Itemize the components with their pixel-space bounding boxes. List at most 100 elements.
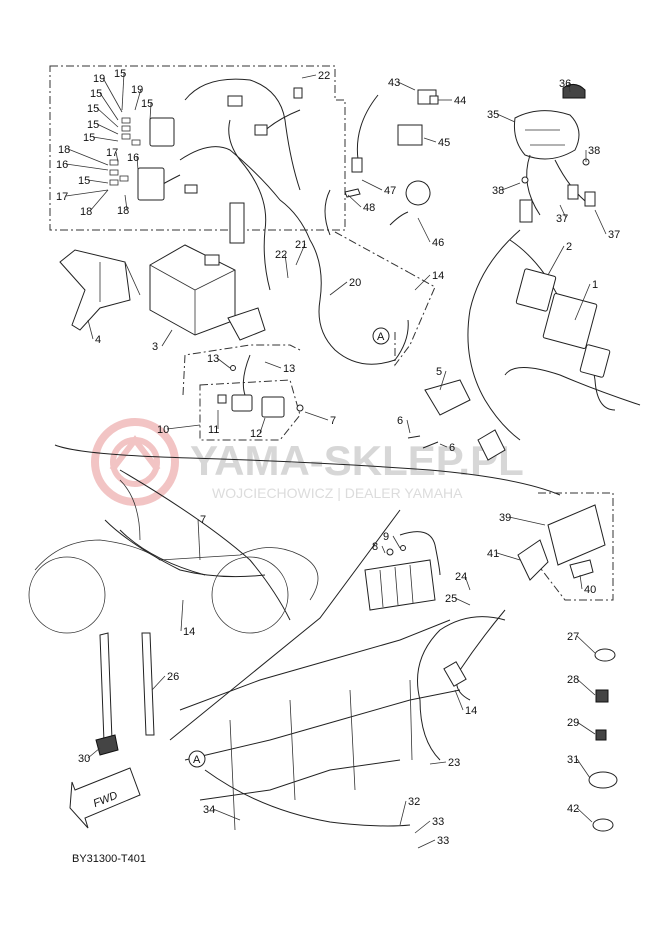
- callout-c19a: 19: [93, 73, 105, 85]
- leader-line-c37a: [559, 204, 567, 219]
- callout-c7b: 7: [200, 514, 206, 526]
- frame-harness: [179, 609, 506, 831]
- callout-c14c: 14: [465, 705, 477, 717]
- callout-c17a: 17: [106, 147, 118, 159]
- group-boxes: [49, 65, 614, 601]
- scooter-outline: [28, 479, 319, 634]
- callout-c12: 12: [250, 428, 262, 440]
- leader-line-c5: [439, 370, 447, 391]
- leader-line-c15b: [99, 92, 119, 121]
- callout-c45: 45: [438, 137, 450, 149]
- callout-c16b: 16: [127, 152, 139, 164]
- leader-line-c30: [87, 747, 101, 759]
- callout-c14a: 14: [432, 270, 444, 282]
- starter-motor: [364, 531, 441, 611]
- callout-c14b: 14: [183, 626, 195, 638]
- callout-c9: 9: [383, 531, 389, 543]
- leader-line-c16a: [65, 163, 109, 171]
- watermark: YAMA-SKLEP.PL WOJCIECHOWICZ | DEALER YAM…: [91, 418, 524, 506]
- parts-39-41: [517, 504, 606, 581]
- leader-line-c16b: [136, 156, 139, 171]
- callout-c11: 11: [208, 424, 219, 436]
- leader-line-c42: [576, 807, 593, 823]
- callout-c18b: 18: [80, 206, 92, 218]
- callout-c21: 21: [295, 239, 307, 251]
- cable-ties: [95, 632, 155, 756]
- leader-line-c35: [496, 113, 516, 123]
- ref-marker-top: A: [377, 331, 385, 343]
- leader-line-c12: [259, 417, 266, 434]
- callout-c32: 32: [408, 796, 420, 808]
- callout-c15d: 15: [87, 119, 99, 131]
- callout-c10: 10: [157, 424, 169, 436]
- leader-line-c18b: [89, 189, 109, 212]
- right-harness: [407, 229, 641, 461]
- callout-c6a: 6: [397, 415, 403, 427]
- leader-line-c8: [381, 545, 386, 554]
- leader-lines: [65, 72, 607, 849]
- callout-c13b: 13: [283, 363, 295, 375]
- leader-line-c13a: [216, 357, 231, 369]
- ref-markers: A A: [188, 327, 390, 768]
- leader-line-c10: [166, 424, 201, 430]
- leader-line-c15f: [149, 102, 152, 121]
- leader-line-c20: [329, 281, 348, 296]
- callout-c20: 20: [349, 277, 361, 289]
- leader-line-c41: [496, 552, 521, 561]
- callout-c13a: 13: [207, 353, 219, 365]
- callout-c4: 4: [95, 334, 101, 346]
- callout-c29: 29: [567, 717, 579, 729]
- leader-line-c17b: [65, 189, 109, 197]
- leader-line-c7a: [304, 411, 329, 421]
- callout-c38b: 38: [588, 145, 600, 157]
- battery-bracket: [59, 249, 141, 331]
- callout-c37a: 37: [556, 213, 568, 225]
- leader-line-c22b: [301, 74, 317, 79]
- callout-c47: 47: [384, 185, 396, 197]
- callout-c40: 40: [584, 584, 596, 596]
- callout-c15g: 15: [78, 175, 90, 187]
- callout-c36: 36: [559, 78, 571, 90]
- leader-line-c23: [429, 761, 447, 765]
- callout-c42: 42: [567, 803, 579, 815]
- callout-c43: 43: [388, 77, 400, 89]
- leader-line-c31: [576, 758, 591, 779]
- leader-line-c4: [87, 319, 94, 340]
- callout-c15c: 15: [87, 103, 99, 115]
- leader-line-c15c: [96, 107, 119, 128]
- callout-c2: 2: [566, 241, 572, 253]
- leader-line-c6a: [406, 419, 411, 434]
- leader-line-c33b: [417, 839, 436, 849]
- callout-c8: 8: [372, 541, 378, 553]
- leader-line-c25: [454, 597, 471, 606]
- callout-c46: 46: [432, 237, 444, 249]
- callout-c19b: 19: [131, 84, 143, 96]
- callout-c37b: 37: [608, 229, 620, 241]
- leader-line-c15a: [121, 72, 125, 111]
- leader-line-c15d: [96, 123, 119, 135]
- leader-line-c18a: [67, 148, 109, 166]
- callout-c15b: 15: [90, 88, 102, 100]
- ref-marker-bottom: A: [193, 754, 201, 766]
- leader-line-c46: [417, 217, 431, 243]
- diagram-code: BY31300-T401: [72, 853, 146, 865]
- leader-line-c26: [151, 675, 166, 691]
- callout-c22a: 22: [275, 249, 287, 261]
- leader-line-c19a: [102, 77, 123, 113]
- leader-line-c45: [423, 137, 437, 143]
- watermark-title: YAMA-SKLEP.PL: [190, 437, 524, 484]
- leader-line-c34: [212, 808, 241, 821]
- callout-c15a: 15: [114, 68, 126, 80]
- callout-c22b: 22: [318, 70, 330, 82]
- callout-c18a: 18: [58, 144, 70, 156]
- leader-line-c15e: [92, 136, 119, 142]
- leader-line-c24: [464, 575, 471, 591]
- clamps-27-42: [588, 648, 618, 832]
- starter-relay-group: [217, 307, 304, 418]
- leader-line-c17a: [115, 151, 119, 163]
- leader-line-c32: [399, 800, 407, 826]
- callout-c15e: 15: [83, 132, 95, 144]
- fwd-arrow-icon: FWD: [69, 767, 141, 829]
- leader-line-c18c: [124, 194, 128, 211]
